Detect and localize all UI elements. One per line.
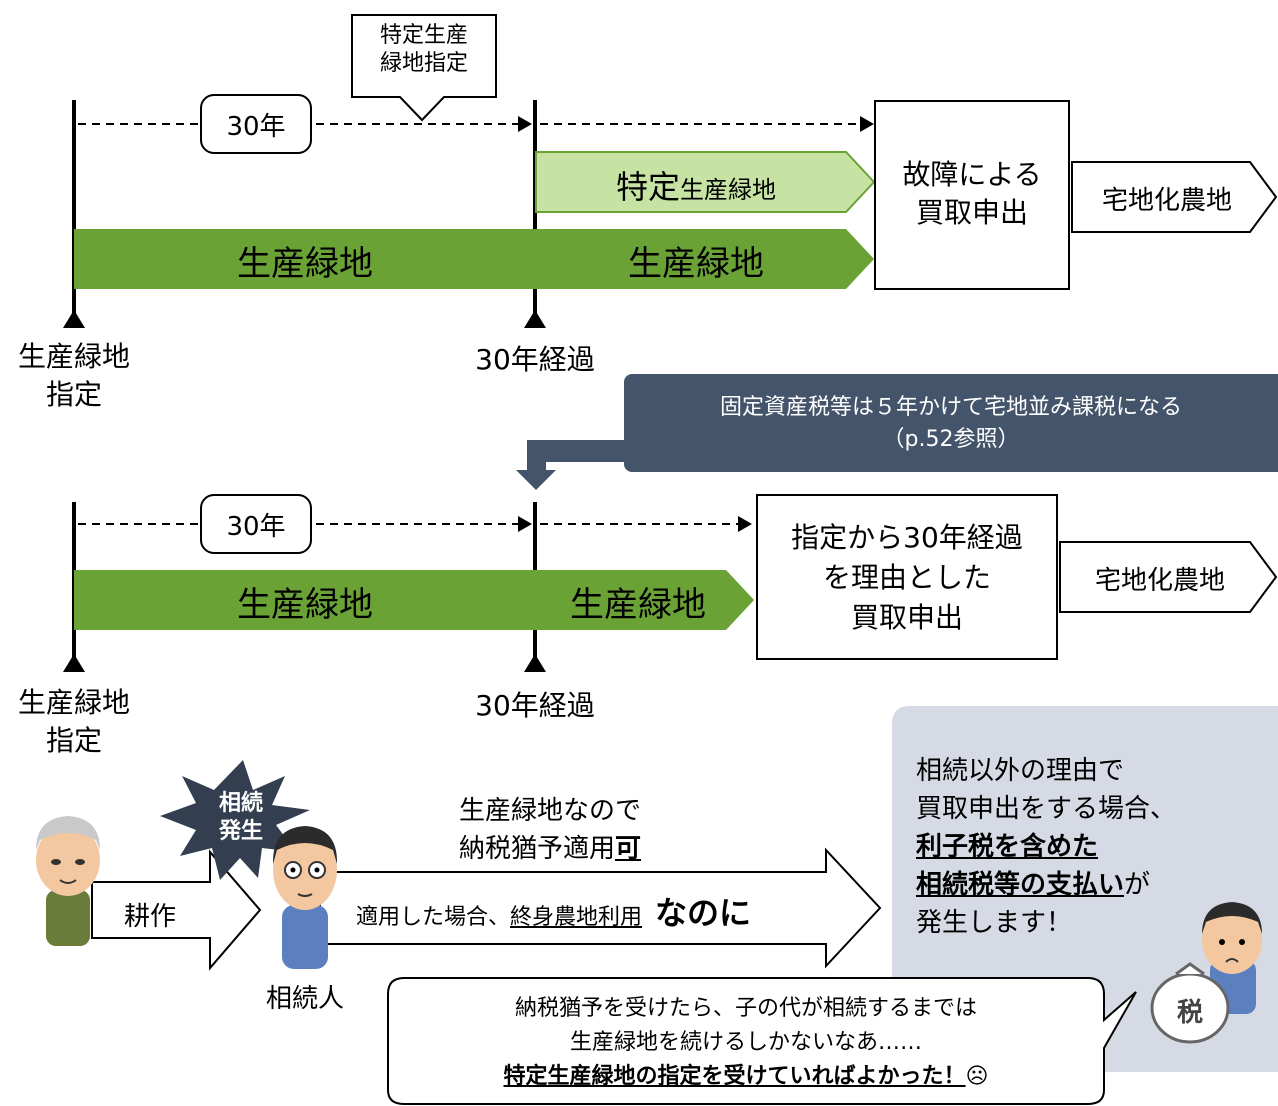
seisan-bar-2 bbox=[536, 229, 874, 289]
callout-line-1: 特定生産 bbox=[379, 23, 468, 48]
kaitori-bottom-line-1: 指定から30年経過 bbox=[791, 521, 1023, 554]
takuchi-label-bottom: 宅地化農地 bbox=[1094, 566, 1225, 596]
nozei-text: 生産緑地なので 納税猶予適用可 bbox=[400, 792, 700, 868]
right-panel-text: 相続以外の理由で 買取申出をする場合、 利子税を含めた 相続税等の支払いが 発生… bbox=[916, 752, 1176, 942]
bottom-start-marker bbox=[63, 654, 85, 672]
right-line-4a: 相続税等の支払い bbox=[916, 870, 1125, 900]
arrow-text-b: 終身農地利用 bbox=[510, 905, 643, 930]
callout-shape bbox=[351, 14, 497, 122]
top-takuchi-arrow bbox=[1071, 161, 1278, 233]
speech-bubble bbox=[387, 977, 1137, 1105]
seisan-label-bottom-2: 生産緑地 bbox=[570, 585, 706, 625]
arrow-text-a: 適用した場合、 bbox=[356, 905, 511, 930]
right-line-3: 利子税を含めた bbox=[916, 832, 1099, 862]
big-arrow bbox=[319, 847, 882, 969]
speech-line-1: 納税猶予を受けたら、子の代が相続するまでは bbox=[514, 996, 977, 1021]
arrow-text-c: なのに bbox=[655, 894, 752, 932]
years-label-bottom: 30年 bbox=[226, 512, 286, 542]
nozei-line-2: 納税猶予適用可 bbox=[400, 830, 700, 868]
tokutei-label: 特定生産緑地 bbox=[536, 162, 856, 208]
marker-left-bottom-line-2: 指定 bbox=[45, 724, 102, 757]
burst-line-1: 相続 bbox=[218, 791, 263, 816]
seisan-label-top-2: 生産緑地 bbox=[628, 244, 764, 284]
kousaku-label: 耕作 bbox=[123, 902, 176, 932]
kaitori-bottom-line-3: 買取申出 bbox=[850, 601, 963, 634]
notice-box bbox=[624, 374, 1278, 472]
marker-mid-bottom: 30年経過 bbox=[475, 689, 595, 722]
callout-line-2: 緑地指定 bbox=[379, 51, 468, 76]
bottom-seisan-bar-2 bbox=[536, 570, 754, 630]
marker-left-bottom-line-1: 生産緑地 bbox=[17, 686, 130, 719]
kaitori-text-top: 故障による 買取申出 bbox=[874, 156, 1070, 232]
notice-line-1: 固定資産税等は５年かけて宅地並み課税になる bbox=[719, 395, 1182, 420]
bottom-seisan-bar-1 bbox=[74, 570, 536, 630]
tax-bag-label: 税 bbox=[1176, 998, 1203, 1028]
old-farmer-illustration bbox=[36, 816, 100, 946]
burst-text: 相続 発生 bbox=[196, 790, 286, 846]
right-line-5: 発生します！ bbox=[916, 908, 1073, 938]
seisan-label-bottom-1: 生産緑地 bbox=[237, 585, 373, 625]
seisan-bar-1 bbox=[74, 229, 536, 289]
tokutei-big-text: 特定 bbox=[615, 168, 680, 206]
nozei-line-2b: 可 bbox=[615, 834, 642, 864]
nozei-line-2a: 納税猶予適用 bbox=[458, 834, 615, 864]
tokutei-small-text: 生産緑地 bbox=[680, 176, 776, 204]
speech-text: 納税猶予を受けたら、子の代が相続するまでは 生産緑地を続けるしかないなあ…… 特… bbox=[388, 992, 1104, 1094]
notice-text: 固定資産税等は５年かけて宅地並み課税になる （p.52参照） bbox=[624, 392, 1278, 456]
notice-arrow bbox=[516, 440, 640, 490]
kaitori-bottom-line-2: を理由とした bbox=[822, 561, 991, 594]
years-label-top: 30年 bbox=[226, 112, 286, 142]
kaitori-top-line-1: 故障による bbox=[902, 158, 1042, 191]
marker-left-bottom: 生産緑地 指定 bbox=[4, 684, 144, 760]
heir-illustration bbox=[272, 826, 338, 969]
right-line-4: 相続税等の支払いが bbox=[916, 866, 1176, 904]
right-line-2: 買取申出をする場合、 bbox=[916, 794, 1177, 824]
takuchi-label-top: 宅地化農地 bbox=[1101, 186, 1232, 216]
tokutei-bar bbox=[535, 151, 876, 213]
years-pill-bottom bbox=[200, 494, 312, 554]
top-30y-marker bbox=[524, 310, 546, 328]
nozei-line-1: 生産緑地なので bbox=[458, 796, 641, 826]
bottom-takuchi-arrow bbox=[1059, 541, 1278, 613]
right-line-1: 相続以外の理由で bbox=[916, 756, 1125, 786]
marker-left-top-line-1: 生産緑地 bbox=[17, 340, 130, 373]
kaitori-box-bottom bbox=[756, 494, 1058, 660]
starburst bbox=[160, 760, 310, 880]
right-line-4b: が bbox=[1124, 870, 1151, 900]
speech-line-2: 生産緑地を続けるしかないなあ…… bbox=[569, 1030, 922, 1055]
sad-person-illustration bbox=[1150, 902, 1262, 1044]
speech-line-3: 特定生産緑地の指定を受けていればよかった！☹ bbox=[388, 1060, 1104, 1094]
arrow-text: 適用した場合、終身農地利用 なのに bbox=[356, 888, 751, 934]
kaitori-box-top bbox=[874, 100, 1070, 290]
kousaku-arrow bbox=[91, 849, 262, 971]
marker-mid-top: 30年経過 bbox=[475, 343, 595, 376]
burst-line-2: 発生 bbox=[218, 819, 263, 844]
seisan-label-top-1: 生産緑地 bbox=[237, 244, 373, 284]
kaitori-top-line-2: 買取申出 bbox=[915, 196, 1028, 229]
bottom-30y-marker bbox=[524, 654, 546, 672]
sad-emoji-icon: ☹ bbox=[965, 1064, 989, 1089]
marker-left-top-line-2: 指定 bbox=[45, 378, 102, 411]
top-start-marker bbox=[63, 310, 85, 328]
callout-text: 特定生産 緑地指定 bbox=[352, 22, 496, 78]
speech-line-3a: 特定生産緑地の指定を受けていればよかった！ bbox=[503, 1064, 966, 1089]
kaitori-text-bottom: 指定から30年経過 を理由とした 買取申出 bbox=[756, 518, 1058, 638]
heir-label: 相続人 bbox=[265, 984, 344, 1014]
notice-line-2: （p.52参照） bbox=[882, 427, 1020, 452]
marker-left-top: 生産緑地 指定 bbox=[4, 338, 144, 414]
years-pill-top bbox=[200, 94, 312, 154]
